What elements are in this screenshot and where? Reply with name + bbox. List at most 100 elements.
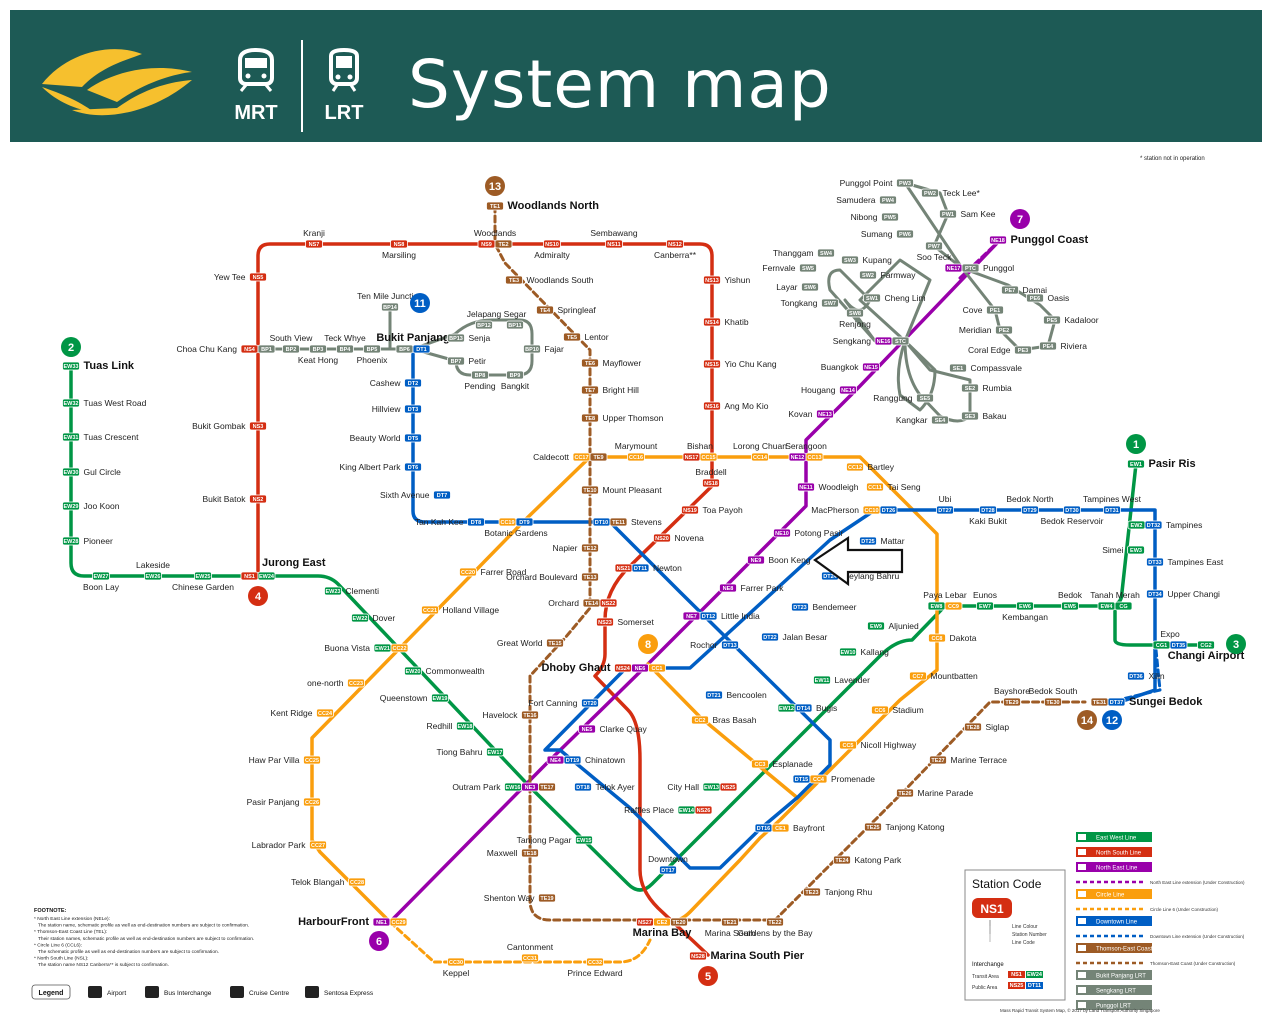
station-dhoby-ghaut[interactable]: NS24NE6CC1Dhoby Ghaut xyxy=(541,662,666,674)
station-newton[interactable]: NS21DT11Newton xyxy=(614,563,682,573)
station-haw-par-villa[interactable]: CC25Haw Par Villa xyxy=(249,755,321,765)
station-bugis[interactable]: EW12DT14Bugis xyxy=(777,703,837,713)
station-queenstown[interactable]: EW19Queenstown xyxy=(380,693,449,703)
station-bedok[interactable]: EW5Bedok xyxy=(1058,590,1083,611)
station-phoenix[interactable]: BP5Phoenix xyxy=(357,344,388,365)
station-great-world[interactable]: TE15Great World xyxy=(497,638,564,648)
station-bishan[interactable]: NS17CC15Bishan xyxy=(682,441,718,462)
station-lavender[interactable]: EW11Lavender xyxy=(813,675,871,685)
station-buangkok[interactable]: NE15Buangkok xyxy=(821,362,880,372)
station-xilin[interactable]: DT36Xilin xyxy=(1127,671,1165,681)
station-compassvale[interactable]: SE1Compassvale xyxy=(949,363,1023,373)
station-tanjong-rhu[interactable]: TE23Tanjong Rhu xyxy=(803,887,873,897)
station-expo[interactable]: CG1DT35Expo xyxy=(1152,629,1188,650)
station-pasir-ris[interactable]: EW1Pasir Ris xyxy=(1127,458,1196,470)
station-woodlands-south[interactable]: TE3Woodlands South xyxy=(505,275,594,285)
station-kent-ridge[interactable]: CC24Kent Ridge xyxy=(270,708,334,718)
station-yishun[interactable]: NS13Yishun xyxy=(703,275,751,285)
station-soo-teck[interactable]: PW7Soo Teck xyxy=(917,241,953,262)
station-mountbatten[interactable]: CC7Mountbatten xyxy=(909,671,979,681)
station-labrador-park[interactable]: CC27Labrador Park xyxy=(252,840,327,850)
station-khatib[interactable]: NS14Khatib xyxy=(703,317,749,327)
station-downtown[interactable]: DT17Downtown xyxy=(648,854,688,875)
station-joo-koon[interactable]: EW29Joo Koon xyxy=(62,501,120,511)
station-tampines[interactable]: EW2DT32Tampines xyxy=(1127,520,1202,530)
station-stadium[interactable]: CC6Stadium xyxy=(871,705,924,715)
station-sam-kee[interactable]: PW1Sam Kee xyxy=(939,209,996,219)
station-novena[interactable]: NS20Novena xyxy=(653,533,705,543)
station-cheng-lim[interactable]: SW1Cheng Lim xyxy=(863,293,926,303)
station-kadaloor[interactable]: PE5Kadaloor xyxy=(1043,315,1099,325)
station-mount-pleasant[interactable]: TE10Mount Pleasant xyxy=(581,485,663,495)
station-bright-hill[interactable]: TE7Bright Hill xyxy=(581,385,639,395)
station-dover[interactable]: EW22Dover xyxy=(351,613,396,623)
station-springleaf[interactable]: TE4Springleaf xyxy=(536,305,597,315)
station-kangkar[interactable]: SE4Kangkar xyxy=(896,415,949,425)
station-siglap[interactable]: TE28Siglap xyxy=(964,722,1010,732)
station-kallang[interactable]: EW10Kallang xyxy=(839,647,890,657)
station-cashew[interactable]: DT2Cashew xyxy=(370,378,422,388)
station-fernvale[interactable]: SW5Fernvale xyxy=(762,263,817,273)
station-pasir-panjang[interactable]: CC26Pasir Panjang xyxy=(247,797,321,807)
station-renjong[interactable]: SW8Renjong xyxy=(839,308,871,329)
station-bartley[interactable]: CC12Bartley xyxy=(846,462,895,472)
station-pioneer[interactable]: EW28Pioneer xyxy=(62,536,113,546)
station-bedok-south[interactable]: TE30Bedok South xyxy=(1029,686,1078,707)
station-napier[interactable]: TE12Napier xyxy=(552,543,599,553)
station-keat-hong[interactable]: BP3Keat Hong xyxy=(298,344,338,365)
station-yio-chu-kang[interactable]: NS15Yio Chu Kang xyxy=(703,359,777,369)
station-ang-mo-kio[interactable]: NS16Ang Mo Kio xyxy=(703,401,769,411)
station-tiong-bahru[interactable]: EW17Tiong Bahru xyxy=(437,747,504,757)
station-punggol[interactable]: NE17PTCPunggol xyxy=(944,263,1014,273)
station-bukit-gombak[interactable]: NS3Bukit Gombak xyxy=(192,421,267,431)
station-petir[interactable]: BP7Petir xyxy=(447,356,487,366)
station-shenton-way[interactable]: TE19Shenton Way xyxy=(484,893,556,903)
station-one-north[interactable]: CC23one-north xyxy=(307,678,365,688)
station-beauty-world[interactable]: DT5Beauty World xyxy=(350,433,422,443)
station-aljunied[interactable]: EW9Aljunied xyxy=(867,621,920,631)
station-jurong-east[interactable]: NS1EW24Jurong East xyxy=(240,557,326,581)
station-outram-park[interactable]: EW16NE3TE17Outram Park xyxy=(452,782,556,792)
station-tanjong-katong[interactable]: TE25Tanjong Katong xyxy=(864,822,945,832)
station-pending[interactable]: BP8Pending xyxy=(464,370,496,391)
station-rochor[interactable]: DT13Rochor xyxy=(690,640,739,650)
station-jalan-besar[interactable]: DT22Jalan Besar xyxy=(761,632,828,642)
station-promenade[interactable]: DT15CC4Promenade xyxy=(792,774,875,784)
station-teck-lee[interactable]: PW2Teck Lee* xyxy=(921,188,981,198)
station-toa-payoh[interactable]: NS19Toa Payoh xyxy=(681,505,743,515)
station-macpherson[interactable]: CC10DT26MacPherson xyxy=(811,505,898,515)
station-bayfront[interactable]: DT16CE1Bayfront xyxy=(754,823,825,833)
station-choa-chu-kang[interactable]: NS4BP1Choa Chu Kang xyxy=(177,344,276,354)
station-maxwell[interactable]: TE18Maxwell xyxy=(487,848,539,858)
station-orchard[interactable]: TE14NS22Orchard xyxy=(548,598,618,608)
station-kembangan[interactable]: EW6Kembangan xyxy=(1002,601,1048,622)
station-tuas-link[interactable]: EW33Tuas Link xyxy=(62,360,135,372)
station-farmway[interactable]: SW2Farmway xyxy=(859,270,917,280)
station-segar[interactable]: BP11Segar xyxy=(504,309,527,330)
station-bedok-north[interactable]: DT29Bedok North xyxy=(1006,494,1054,515)
station-sembawang[interactable]: NS11Sembawang xyxy=(590,228,638,249)
station-bencoolen[interactable]: DT21Bencoolen xyxy=(705,690,767,700)
station-admiralty[interactable]: NS10Admiralty xyxy=(534,239,570,260)
station-tan-kah-kee[interactable]: DT8Tan Kah Kee xyxy=(415,517,485,527)
station-senja[interactable]: BP13Senja xyxy=(447,333,491,343)
station-fajar[interactable]: BP10Fajar xyxy=(523,344,565,354)
station-caldecott[interactable]: CC17TE9Caldecott xyxy=(533,452,608,462)
station-hougang[interactable]: NE14Hougang xyxy=(801,385,857,395)
station-cove[interactable]: PE1Cove xyxy=(963,305,1004,315)
station-thanggam[interactable]: SW4Thanggam xyxy=(773,248,835,258)
station-mayflower[interactable]: TE6Mayflower xyxy=(581,358,642,368)
station-fort-canning[interactable]: DT20Fort Canning xyxy=(528,698,599,708)
station-yew-tee[interactable]: NS5Yew Tee xyxy=(214,272,267,282)
station-tuas-west-road[interactable]: EW32Tuas West Road xyxy=(62,398,147,408)
station-rumbia[interactable]: SE2Rumbia xyxy=(961,383,1013,393)
station-hillview[interactable]: DT3Hillview xyxy=(372,404,422,414)
station-holland-village[interactable]: CC21Holland Village xyxy=(421,605,500,615)
station-marine-parade[interactable]: TE26Marine Parade xyxy=(896,788,974,798)
station-gul-circle[interactable]: EW30Gul Circle xyxy=(62,467,122,477)
station-little-india[interactable]: NE7DT12Little India xyxy=(682,611,760,621)
station-raffles-place[interactable]: EW14NS26Raffles Place xyxy=(624,805,713,815)
station-marsiling[interactable]: NS8Marsiling xyxy=(382,239,416,260)
station-somerset[interactable]: NS23Somerset xyxy=(596,617,655,627)
station-tanjong-pagar[interactable]: EW15Tanjong Pagar xyxy=(517,835,593,845)
